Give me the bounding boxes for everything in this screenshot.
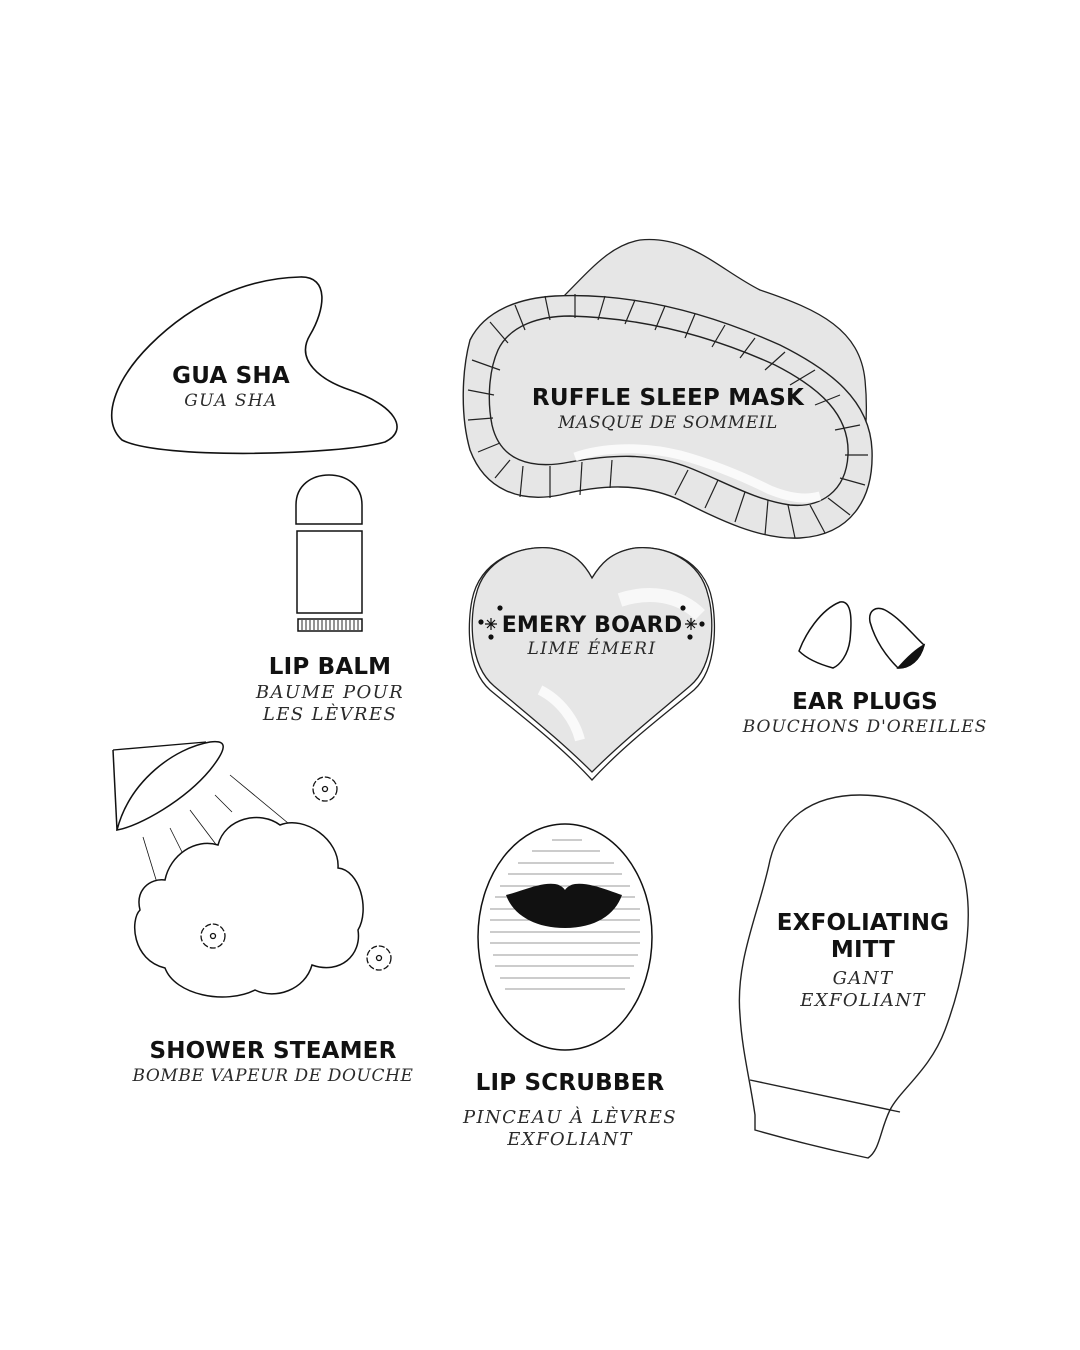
ear-plugs-icon	[798, 601, 926, 669]
heart-emery-board-icon	[468, 546, 716, 781]
title-fr-line2: EXFOLIANT	[507, 1129, 633, 1150]
title-en: LIP SCRUBBER	[475, 1070, 665, 1096]
label-lip-balm: LIP BALM BAUME POUR LES LÈVRES	[230, 656, 430, 724]
title-en: SHOWER STEAMER	[149, 1038, 397, 1064]
label-lip-scrubber: LIP SCRUBBER PINCEAU À LÈVRES EXFOLIANT	[460, 1072, 680, 1149]
label-shower-steamer: SHOWER STEAMER BOMBE VAPEUR DE DOUCHE	[118, 1040, 428, 1085]
title-fr: BOUCHONS D'OREILLES	[742, 717, 988, 737]
title-fr: MASQUE DE SOMMEIL	[558, 413, 778, 433]
title-fr: LIME ÉMERI	[527, 639, 657, 659]
title-fr: BOMBE VAPEUR DE DOUCHE	[132, 1066, 414, 1086]
flower-icon	[200, 776, 392, 971]
title-en: GUA SHA	[172, 363, 290, 389]
title-en: RUFFLE SLEEP MASK	[531, 385, 805, 411]
lips-icon	[506, 883, 622, 928]
sparkle-icon	[478, 605, 705, 640]
lip-scrubber-icon	[477, 823, 653, 1051]
label-gua-sha: GUA SHA GUA SHA	[131, 365, 331, 410]
label-emery-board: EMERY BOARD LIME ÉMERI	[494, 615, 690, 658]
title-en-line2: MITT	[830, 937, 896, 963]
title-fr-line1: PINCEAU À LÈVRES	[462, 1107, 677, 1128]
title-en-line1: EXFOLIATING	[776, 910, 950, 936]
title-en: LIP BALM	[268, 654, 392, 680]
ruffle-sleep-mask-icon	[462, 238, 873, 539]
title-fr-line2: EXFOLIANT	[800, 990, 926, 1011]
gua-sha-stone-icon	[110, 276, 398, 455]
shower-steamer-icon	[112, 740, 392, 998]
exfoliating-mitt-icon	[738, 794, 969, 1159]
title-fr-line1: BAUME POUR	[255, 682, 405, 703]
title-en: EAR PLUGS	[792, 689, 938, 715]
title-fr-line1: GANT	[832, 968, 894, 989]
label-ear-plugs: EAR PLUGS BOUCHONS D'OREILLES	[735, 691, 995, 736]
lip-balm-icon	[295, 474, 363, 632]
label-ruffle-sleep-mask: RUFFLE SLEEP MASK MASQUE DE SOMMEIL	[518, 387, 818, 432]
title-fr-line2: LES LÈVRES	[262, 704, 398, 725]
title-en: EMERY BOARD	[501, 613, 683, 638]
label-exfoliating-mitt: EXFOLIATING MITT GANT EXFOLIANT	[763, 912, 963, 1010]
title-fr: GUA SHA	[184, 391, 278, 411]
